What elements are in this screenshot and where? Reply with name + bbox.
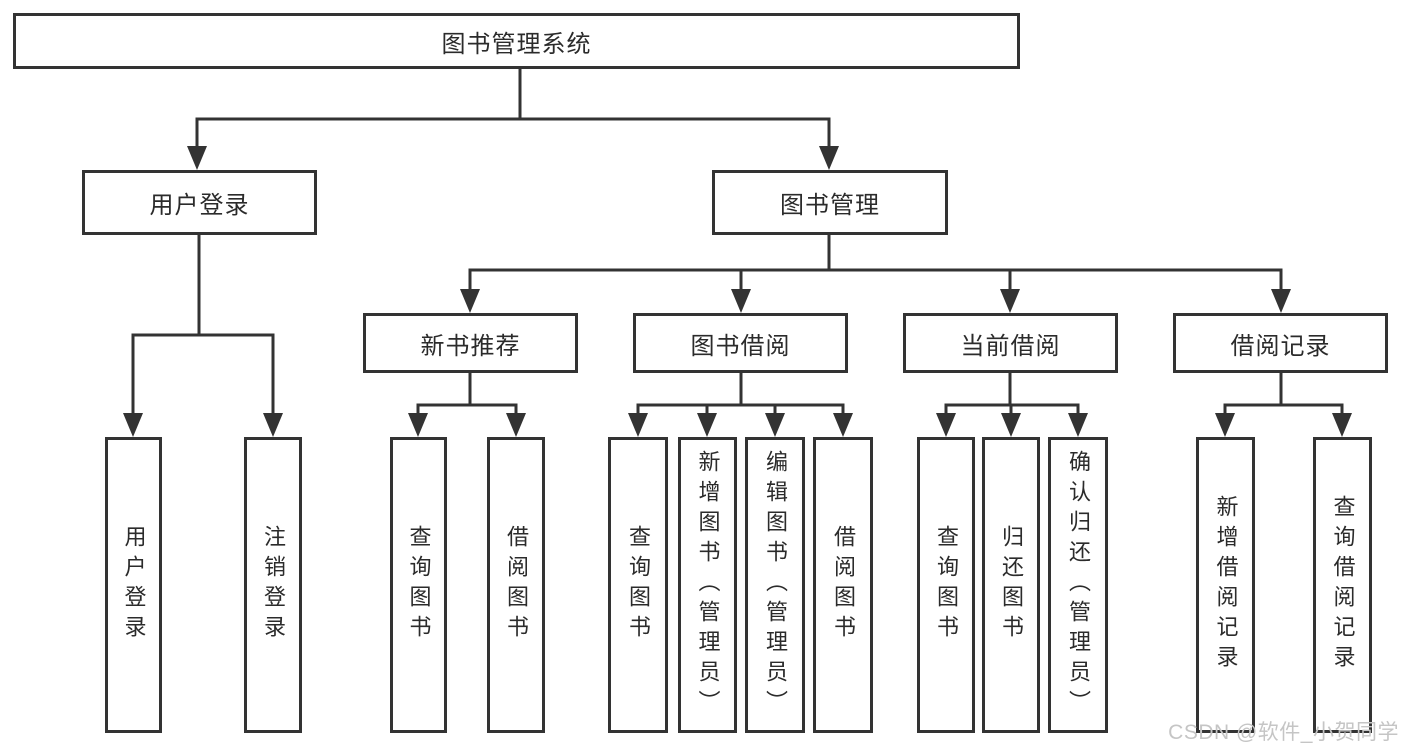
leaf-borrow-books-rec: 借阅图书 (487, 437, 545, 733)
arrowhead-icon (1215, 413, 1235, 437)
arrowhead-icon (408, 413, 428, 437)
arrowhead-icon (123, 413, 143, 437)
connectors-new-book-rec (408, 371, 526, 437)
arrowhead-icon (1271, 289, 1291, 313)
connectors-root-to-branches (187, 66, 839, 170)
arrowhead-icon (1332, 413, 1352, 437)
node-new-book-recommendation: 新书推荐 (363, 313, 578, 373)
leaf-query-books-rec: 查询图书 (390, 437, 447, 733)
connectors-user-login-branch (123, 233, 283, 437)
arrowhead-icon (936, 413, 956, 437)
leaf-return-book: 归还图书 (982, 437, 1040, 733)
arrowhead-icon (506, 413, 526, 437)
arrowhead-icon (765, 413, 785, 437)
csdn-watermark: CSDN @软件_小贺同学 (1168, 721, 1399, 744)
arrowhead-icon (819, 146, 839, 170)
leaf-query-books-borrow: 查询图书 (608, 437, 668, 733)
node-root-system: 图书管理系统 (13, 13, 1020, 69)
arrowhead-icon (1000, 289, 1020, 313)
arrowhead-icon (1068, 413, 1088, 437)
node-book-management-branch: 图书管理 (712, 170, 948, 235)
arrowhead-icon (628, 413, 648, 437)
node-book-borrowing: 图书借阅 (633, 313, 848, 373)
connectors-book-management-branch (460, 233, 1291, 313)
leaf-user-login: 用户登录 (105, 437, 162, 733)
node-borrowing-records: 借阅记录 (1173, 313, 1388, 373)
arrowhead-icon (187, 146, 207, 170)
leaf-add-book-admin: 新增图书（管理员） (678, 437, 737, 733)
arrowhead-icon (731, 289, 751, 313)
leaf-confirm-return-admin: 确认归还（管理员） (1048, 437, 1108, 733)
arrowhead-icon (460, 289, 480, 313)
leaf-query-borrow-record: 查询借阅记录 (1313, 437, 1372, 733)
leaf-add-borrow-record: 新增借阅记录 (1196, 437, 1255, 733)
leaf-edit-book-admin: 编辑图书（管理员） (745, 437, 805, 733)
arrowhead-icon (1001, 413, 1021, 437)
arrowhead-icon (263, 413, 283, 437)
leaf-logout: 注销登录 (244, 437, 302, 733)
connectors-book-borrow (628, 371, 853, 437)
node-current-borrowing: 当前借阅 (903, 313, 1118, 373)
arrowhead-icon (833, 413, 853, 437)
leaf-query-books-current: 查询图书 (917, 437, 975, 733)
arrowhead-icon (697, 413, 717, 437)
leaf-borrow-books: 借阅图书 (813, 437, 873, 733)
connectors-borrow-records (1215, 371, 1352, 437)
connectors-current-borrow (936, 371, 1088, 437)
node-user-login-branch: 用户登录 (82, 170, 317, 235)
